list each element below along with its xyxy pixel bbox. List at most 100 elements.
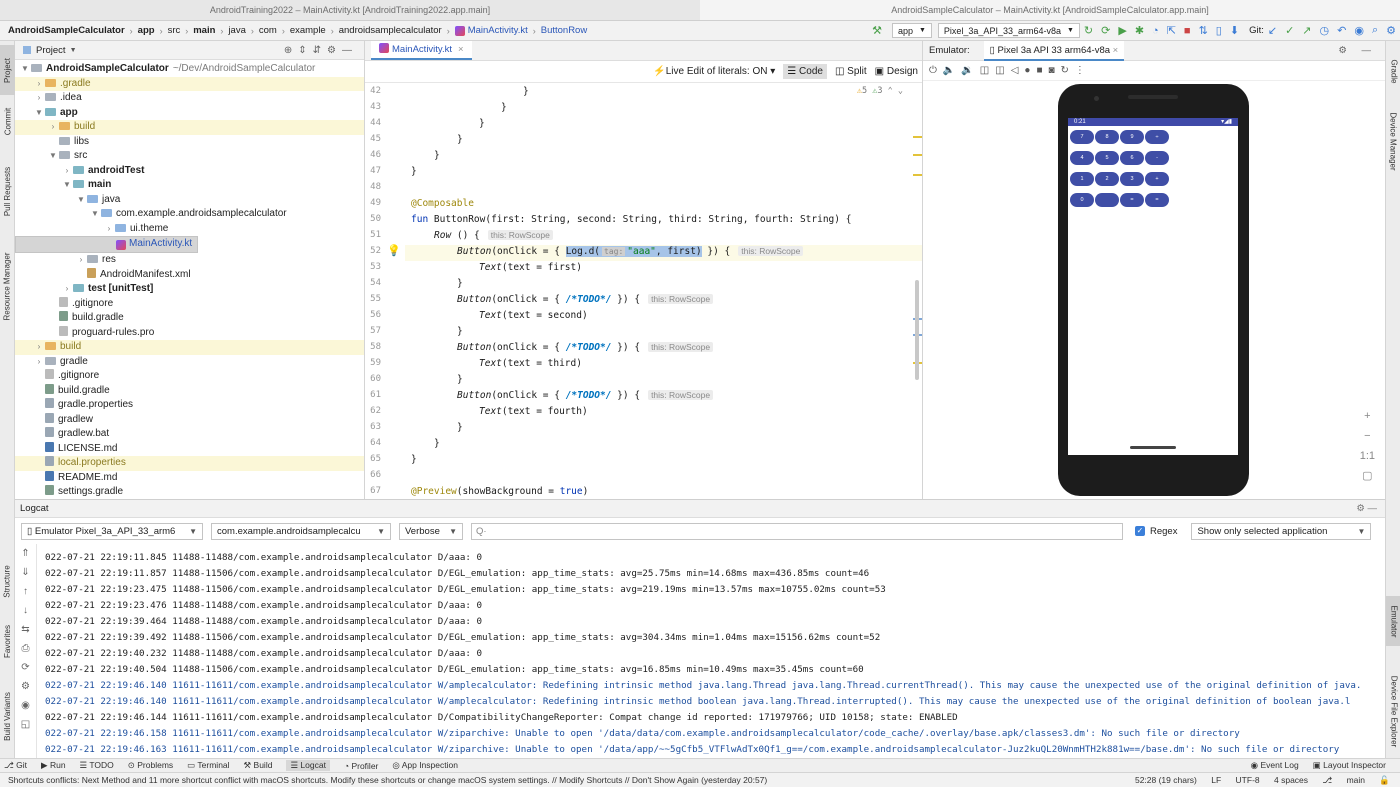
tree-item-app-build-gradle[interactable]: build.gradle bbox=[15, 311, 364, 326]
file-encoding[interactable]: UTF-8 bbox=[1235, 774, 1260, 785]
logcat-level-select[interactable]: Verbose▼ bbox=[399, 522, 463, 540]
tool-tab-device-manager[interactable]: Device Manager bbox=[1389, 111, 1398, 171]
emulator-controls-icon[interactable]: ⏻🔈🔉◫◫◁●■◙↻⋮ bbox=[929, 65, 1091, 76]
tree-item-app[interactable]: ▼app bbox=[35, 106, 78, 118]
calc-button-7[interactable]: 7 bbox=[1070, 130, 1094, 144]
run-config-select[interactable]: app▼ bbox=[891, 23, 932, 38]
git-branch[interactable]: ⎇ main bbox=[1322, 774, 1366, 785]
tree-item-gitignore[interactable]: .gitignore bbox=[15, 369, 364, 384]
tree-item-main[interactable]: ▼main bbox=[63, 179, 112, 190]
tree-item-readme[interactable]: README.md bbox=[15, 470, 364, 486]
calc-button-6[interactable]: 6 bbox=[1120, 151, 1144, 165]
tool-tab-emulator[interactable]: Emulator bbox=[1386, 596, 1400, 646]
tree-item-local-properties[interactable]: local.properties bbox=[15, 456, 364, 471]
bottom-tab-logcat[interactable]: ☰ Logcat bbox=[286, 760, 330, 771]
calc-button-blank[interactable] bbox=[1095, 193, 1119, 207]
rerun-icon[interactable]: ↻ bbox=[1083, 25, 1094, 37]
bottom-tab-todo[interactable]: ☰ TODO bbox=[79, 760, 114, 770]
tool-tab-build-variants[interactable]: Build Variants bbox=[3, 691, 13, 741]
emulator-zoom-controls[interactable]: +−1:1▢ bbox=[1359, 410, 1375, 482]
emulator-device-tab[interactable]: ▯ Pixel 3a API 33 arm64-v8a × bbox=[983, 41, 1125, 61]
git-update-icon[interactable]: ↙ bbox=[1267, 25, 1278, 37]
logcat-package-select[interactable]: com.example.androidsamplecalcu▼ bbox=[211, 522, 391, 540]
run-icon[interactable]: ▶ bbox=[1118, 25, 1127, 37]
split-view-button[interactable]: ◫ Split bbox=[834, 66, 867, 77]
lock-icon[interactable]: 🔓 bbox=[1379, 774, 1390, 785]
emulator-toolbar[interactable]: ⏻🔈🔉◫◫◁●■◙↻⋮ bbox=[923, 61, 1385, 81]
sync-icon[interactable]: ⇅ bbox=[1198, 25, 1208, 37]
calc-button-8[interactable]: 8 bbox=[1095, 130, 1119, 144]
tool-tab-project[interactable]: Project bbox=[0, 45, 15, 95]
gesture-nav-handle[interactable] bbox=[1130, 446, 1176, 449]
git-push-icon[interactable]: ↗ bbox=[1302, 25, 1312, 37]
inspection-widget[interactable]: ⚠5 ⚠3 ⌃ ⌄ bbox=[856, 86, 903, 96]
bottom-tab-problems[interactable]: ⊙ Problems bbox=[127, 760, 174, 770]
sdk-manager-icon[interactable]: ⬇ bbox=[1229, 25, 1240, 37]
tree-item-settings-gradle[interactable]: settings.gradle bbox=[15, 485, 364, 499]
live-edit-toggle[interactable]: ⚡Live Edit of literals: ON ▾ bbox=[653, 66, 776, 77]
breadcrumb-project[interactable]: AndroidSampleCalculator bbox=[8, 25, 125, 36]
profile-icon[interactable]: ◔ bbox=[1152, 24, 1159, 37]
breadcrumb-function[interactable]: ButtonRow bbox=[540, 25, 588, 36]
calc-button-2[interactable]: 2 bbox=[1095, 172, 1119, 186]
tool-tab-favorites[interactable]: Favorites bbox=[3, 624, 12, 658]
tree-item-gradlew[interactable]: gradlew bbox=[15, 412, 364, 428]
breadcrumb-main[interactable]: main bbox=[193, 25, 216, 36]
calc-button-4[interactable]: 4 bbox=[1070, 151, 1094, 165]
breadcrumb-example[interactable]: example bbox=[289, 25, 326, 36]
editor-scroll-markers[interactable] bbox=[913, 84, 922, 499]
tree-item-build[interactable]: ›build bbox=[15, 340, 364, 355]
tree-item-android-test[interactable]: ›androidTest bbox=[65, 164, 145, 176]
tree-item-package[interactable]: ▼com.example.androidsamplecalculator bbox=[91, 208, 287, 219]
calc-button-5[interactable]: 5 bbox=[1095, 151, 1119, 165]
settings-icon[interactable]: ⚙ bbox=[1386, 25, 1396, 37]
code-area[interactable]: ⚠5 ⚠3 ⌃ ⌄ 42 43 44 45 46 47 48 49 50 51 … bbox=[365, 84, 922, 499]
assistant-icon[interactable]: ◉ bbox=[1354, 25, 1364, 37]
status-message[interactable]: Shortcuts conflicts: Next Method and 11 … bbox=[8, 775, 768, 785]
tree-item-res[interactable]: ›res bbox=[79, 254, 116, 265]
indent-setting[interactable]: 4 spaces bbox=[1274, 774, 1309, 785]
tool-tab-gradle[interactable]: Gradle bbox=[1389, 58, 1399, 84]
tree-item-gradle[interactable]: ›gradle bbox=[37, 355, 88, 367]
calc-button-divide[interactable]: ÷ bbox=[1145, 130, 1169, 144]
bottom-tab-app-inspection[interactable]: ◎ App Inspection bbox=[392, 760, 458, 770]
apply-changes-icon[interactable]: ⟳ bbox=[1101, 25, 1111, 37]
tree-item-main-activity[interactable]: MainActivity.kt bbox=[15, 236, 199, 253]
debug-icon[interactable]: ✱ bbox=[1134, 25, 1145, 37]
emulator-settings-icon[interactable]: ⚙ — bbox=[1338, 45, 1377, 56]
tree-item-src[interactable]: ▼src bbox=[49, 150, 88, 161]
tool-tab-commit[interactable]: Commit bbox=[3, 107, 12, 135]
tree-item-idea[interactable]: ›.idea bbox=[37, 92, 82, 103]
tree-item-ui-theme[interactable]: ›ui.theme bbox=[107, 222, 169, 234]
device-select[interactable]: Pixel_3a_API_33_arm64-v8a▼ bbox=[937, 23, 1080, 38]
tree-item-app-gitignore[interactable]: .gitignore bbox=[15, 296, 364, 312]
tree-item-gradlew-bat[interactable]: gradlew.bat bbox=[15, 427, 364, 442]
intention-bulb-icon[interactable]: 💡 bbox=[387, 244, 401, 257]
regex-checkbox[interactable]: ✓ bbox=[1135, 526, 1145, 536]
bottom-tab-terminal[interactable]: ▭ Terminal bbox=[187, 760, 230, 770]
code-view-button[interactable]: ☰ Code bbox=[783, 64, 827, 79]
breadcrumb-src[interactable]: src bbox=[167, 25, 181, 36]
logcat-output[interactable]: 022-07-21 22:19:11.845 11488-11488/com.e… bbox=[45, 550, 1381, 758]
breadcrumb-package[interactable]: androidsamplecalculator bbox=[338, 25, 442, 36]
calc-button-equals[interactable]: = bbox=[1120, 193, 1144, 207]
breadcrumb-app[interactable]: app bbox=[137, 25, 155, 36]
tool-tab-pull-requests[interactable]: Pull Requests bbox=[3, 166, 13, 216]
phone-screen[interactable]: 0:21▾◢▮ 7 8 9 ÷ 4 5 6 - 1 2 3 + 0 = = bbox=[1068, 118, 1238, 455]
calc-button-minus[interactable]: - bbox=[1145, 151, 1169, 165]
calc-button-3[interactable]: 3 bbox=[1120, 172, 1144, 186]
bottom-tab-layout-inspector[interactable]: ▣ Layout Inspector bbox=[1312, 760, 1386, 770]
tree-item-manifest[interactable]: AndroidManifest.xml bbox=[15, 267, 364, 283]
search-everywhere-icon[interactable]: ⌕ bbox=[1371, 24, 1379, 36]
bottom-tab-git[interactable]: ⎇ Git bbox=[4, 760, 28, 770]
logcat-side-toolbar[interactable]: ⇑⇓↑↓⇆⎙⟳⚙◉◱ bbox=[15, 544, 37, 760]
tool-tab-resource-manager[interactable]: Resource Manager bbox=[3, 251, 13, 321]
logcat-filter-select[interactable]: Show only selected application▼ bbox=[1191, 522, 1372, 540]
bottom-tab-run[interactable]: ▶ Run bbox=[41, 760, 66, 770]
tree-item-gradle-dir[interactable]: ›.gradle bbox=[15, 76, 364, 91]
calc-button-equals-2[interactable]: = bbox=[1145, 193, 1169, 207]
window-title-left[interactable]: AndroidTraining2022 – MainActivity.kt [A… bbox=[209, 5, 491, 15]
design-view-button[interactable]: ▣ Design bbox=[874, 66, 918, 77]
tree-item-test[interactable]: ›test [unitTest] bbox=[65, 283, 154, 294]
attach-debugger-icon[interactable]: ⇱ bbox=[1166, 25, 1176, 37]
